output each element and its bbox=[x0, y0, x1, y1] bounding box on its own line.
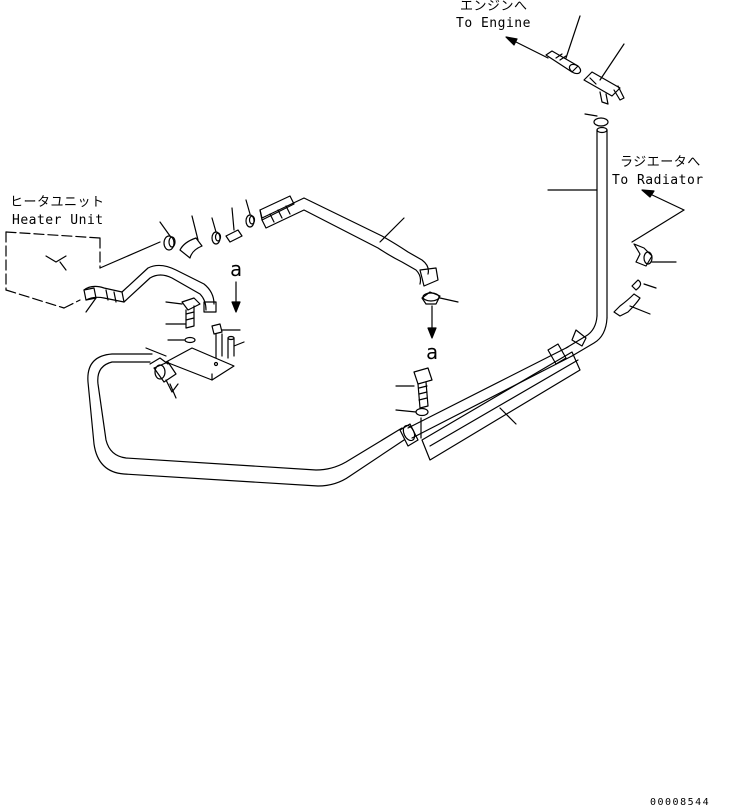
heater-unit-outline bbox=[5, 231, 161, 309]
view-a-upper-group bbox=[231, 281, 241, 313]
engine-connector-group bbox=[505, 15, 625, 105]
pipe-bolt-group bbox=[395, 367, 433, 439]
engine-label-en: To Engine bbox=[456, 16, 531, 31]
view-a-lower-label: a bbox=[426, 340, 439, 364]
heater-hose bbox=[83, 264, 217, 313]
small-parts-row bbox=[159, 199, 256, 259]
heater-label-en: Heater Unit bbox=[12, 213, 104, 228]
radiator-label-en: To Radiator bbox=[612, 173, 704, 188]
heater-label-jp: ヒータユニット bbox=[10, 195, 105, 210]
radiator-connector-group bbox=[613, 189, 685, 317]
radiator-side-pipe bbox=[547, 113, 609, 357]
loop-pipe bbox=[87, 353, 405, 487]
engine-label-jp: エンジンへ bbox=[460, 0, 528, 14]
radiator-label-jp: ラジエータへ bbox=[620, 155, 701, 170]
main-pipe bbox=[399, 343, 581, 461]
view-a-lower-group bbox=[421, 291, 459, 339]
drawing-number: 00008544 bbox=[650, 797, 711, 808]
upper-pipe bbox=[259, 195, 439, 287]
bracket-group bbox=[145, 297, 245, 399]
view-a-upper-label: a bbox=[230, 257, 243, 281]
